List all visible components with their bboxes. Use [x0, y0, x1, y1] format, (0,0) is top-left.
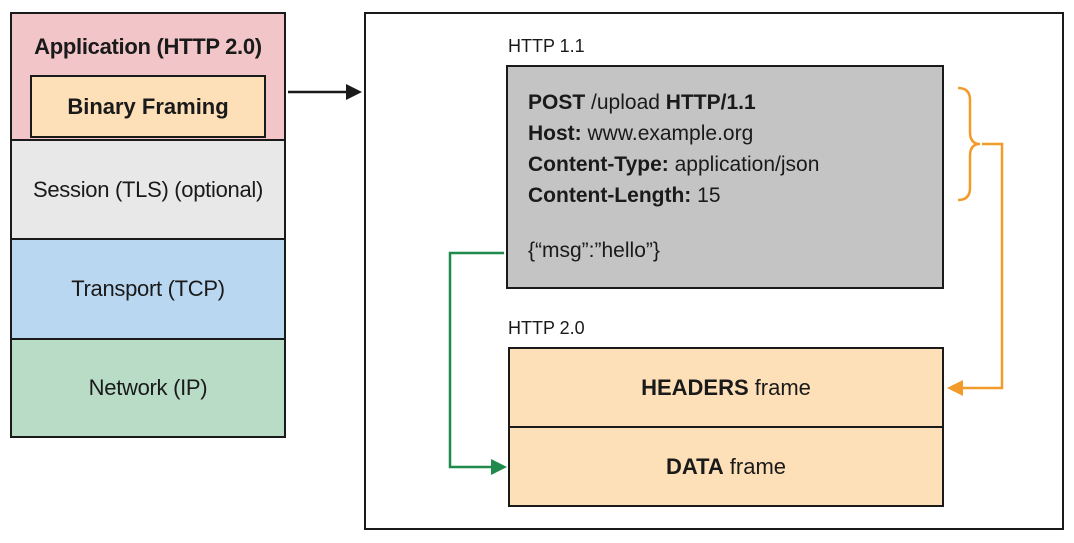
host-header-key: Host:	[528, 122, 582, 145]
data-frame-word: frame	[729, 453, 787, 479]
content-type-value: application/json	[674, 153, 820, 176]
network-layer-label: Network (IP)	[88, 375, 208, 400]
request-path: /upload	[591, 91, 660, 114]
content-length-value: 15	[697, 184, 721, 207]
content-length-key: Content-Length:	[528, 184, 692, 207]
binary-framing-label: Binary Framing	[67, 93, 229, 119]
data-frame-type: DATA	[665, 453, 724, 479]
request-line: POST /upload HTTP/1.1	[528, 87, 942, 118]
session-layer: Session (TLS) (optional)	[10, 139, 286, 238]
transport-layer: Transport (TCP)	[10, 238, 286, 338]
headers-frame-type: HEADERS	[641, 374, 749, 400]
content-type-key: Content-Type:	[528, 153, 669, 176]
request-version: HTTP/1.1	[665, 91, 756, 114]
network-layer: Network (IP)	[10, 338, 286, 438]
request-method: POST	[528, 91, 586, 114]
http11-label: HTTP 1.1	[508, 36, 585, 56]
http20-label: HTTP 2.0	[508, 318, 585, 338]
layer-to-panel-arrow	[288, 84, 362, 100]
application-layer-label: Application (HTTP 2.0)	[34, 34, 262, 59]
host-header-value: www.example.org	[587, 122, 754, 145]
content-type-header: Content-Type: application/json	[528, 149, 942, 180]
host-header: Host: www.example.org	[528, 118, 942, 149]
binary-framing-box: Binary Framing	[30, 75, 266, 138]
headers-frame-word: frame	[754, 374, 811, 400]
transport-layer-label: Transport (TCP)	[71, 276, 225, 301]
http11-request-box: POST /upload HTTP/1.1 Host: www.example.…	[506, 65, 944, 289]
content-length-header: Content-Length: 15	[528, 180, 942, 211]
headers-frame: HEADERS frame	[508, 347, 944, 428]
session-layer-label: Session (TLS) (optional)	[32, 176, 263, 202]
request-body: {“msg”:”hello”}	[528, 239, 660, 262]
data-frame: DATA frame	[508, 426, 944, 507]
